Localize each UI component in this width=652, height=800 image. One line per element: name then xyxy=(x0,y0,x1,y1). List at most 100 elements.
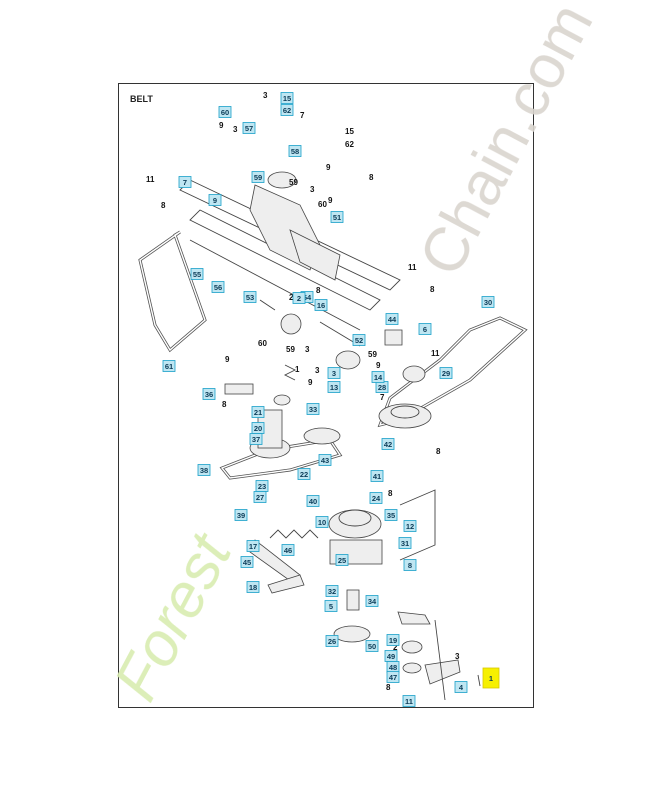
callout-number: 2 xyxy=(297,294,301,303)
plain-label: 8 xyxy=(386,683,391,692)
callout-number: 29 xyxy=(442,369,450,378)
bushing xyxy=(346,589,360,611)
callout-box xyxy=(327,381,341,393)
diagram-frame xyxy=(118,83,534,708)
plain-label: 9 xyxy=(225,355,230,364)
callout-number: 28 xyxy=(378,383,386,392)
plain-label: 8 xyxy=(436,447,441,456)
callout-box xyxy=(297,468,311,480)
callout-box xyxy=(385,313,399,325)
callout-box xyxy=(251,406,265,418)
callout-box xyxy=(246,540,260,552)
callout-number: 54 xyxy=(303,293,312,302)
watermark-text-left: Forest xyxy=(101,522,246,712)
callout-box xyxy=(384,509,398,521)
plain-label: 3 xyxy=(315,366,320,375)
callout-number: 14 xyxy=(374,373,383,382)
callout-number: 16 xyxy=(317,301,325,310)
callout-box xyxy=(365,640,379,652)
callout-box xyxy=(242,122,256,134)
callout-box xyxy=(190,268,204,280)
callout-box xyxy=(325,585,339,597)
arm-lower-right xyxy=(397,611,431,625)
callout-number: 57 xyxy=(245,124,253,133)
callout-highlight-box xyxy=(482,667,500,689)
callout-number: 20 xyxy=(254,424,262,433)
callout-number: 46 xyxy=(284,546,292,555)
plain-label: 3 xyxy=(233,125,238,134)
callout-box xyxy=(288,145,302,157)
callout-number: 4 xyxy=(459,683,464,692)
plain-label: 59 xyxy=(289,178,298,187)
plain-label: 8 xyxy=(388,489,393,498)
callout-box xyxy=(318,454,332,466)
callout-number: 35 xyxy=(387,511,395,520)
callout-box xyxy=(240,556,254,568)
callout-box xyxy=(211,281,225,293)
callout-number: 61 xyxy=(165,362,173,371)
callout-box xyxy=(306,495,320,507)
callout-number: 6 xyxy=(423,325,427,334)
diagram-title: BELT xyxy=(130,94,153,104)
callout-number: 44 xyxy=(388,315,397,324)
callout-number: 26 xyxy=(328,637,336,646)
callout-number: 3 xyxy=(332,369,336,378)
linkage xyxy=(259,299,361,347)
callout-number: 36 xyxy=(205,390,213,399)
plate-small xyxy=(224,383,254,395)
callout-box xyxy=(371,371,385,383)
callout-box xyxy=(292,292,306,304)
plain-label: 8 xyxy=(222,400,227,409)
plain-label: 15 xyxy=(345,127,354,136)
plain-label: 3 xyxy=(310,185,315,194)
callout-number: 43 xyxy=(321,456,329,465)
callout-box xyxy=(386,671,400,683)
callout-number: 32 xyxy=(328,587,336,596)
callout-number: 11 xyxy=(405,697,413,706)
frame-edge xyxy=(189,239,361,331)
callout-box xyxy=(370,470,384,482)
tension-arm xyxy=(424,659,461,685)
callout-number: 24 xyxy=(372,494,381,503)
callout-number: 37 xyxy=(252,435,260,444)
callout-number: 42 xyxy=(384,440,392,449)
callout-number: 1 xyxy=(489,674,493,683)
callout-box xyxy=(381,438,395,450)
bearing-bottom xyxy=(401,640,423,654)
plain-label: 8 xyxy=(161,201,166,210)
plain-label: 9 xyxy=(326,163,331,172)
callout-box xyxy=(365,595,379,607)
spring-upper xyxy=(283,364,297,381)
callout-box xyxy=(314,299,328,311)
callout-number: 41 xyxy=(373,472,381,481)
callout-number: 22 xyxy=(300,470,308,479)
callout-number: 33 xyxy=(309,405,317,414)
bracket-right xyxy=(289,229,341,281)
callout-box xyxy=(352,334,366,346)
plain-label: 60 xyxy=(318,200,327,209)
pulley-idler-2 xyxy=(335,350,361,370)
callout-box xyxy=(249,433,263,445)
callout-number: 7 xyxy=(183,178,187,187)
callout-box xyxy=(403,520,417,532)
callout-number: 9 xyxy=(213,196,217,205)
callout-number: 15 xyxy=(283,94,291,103)
spring-small xyxy=(477,674,481,687)
callout-box xyxy=(202,388,216,400)
callout-number: 13 xyxy=(330,383,338,392)
plain-label: 7 xyxy=(380,393,385,402)
plain-label: 1 xyxy=(295,365,300,374)
callout-box xyxy=(454,681,468,693)
callout-number: 27 xyxy=(256,493,264,502)
callout-number: 47 xyxy=(389,673,397,682)
callout-box xyxy=(402,695,416,707)
callout-number: 49 xyxy=(387,652,395,661)
guide-line xyxy=(434,619,446,701)
callout-number: 48 xyxy=(389,663,397,672)
callout-number: 18 xyxy=(249,583,257,592)
callout-box xyxy=(481,296,495,308)
plain-label: 2 xyxy=(393,643,398,652)
spring-lower xyxy=(269,529,319,539)
callout-box xyxy=(418,323,432,335)
plain-label: 11 xyxy=(146,175,155,184)
